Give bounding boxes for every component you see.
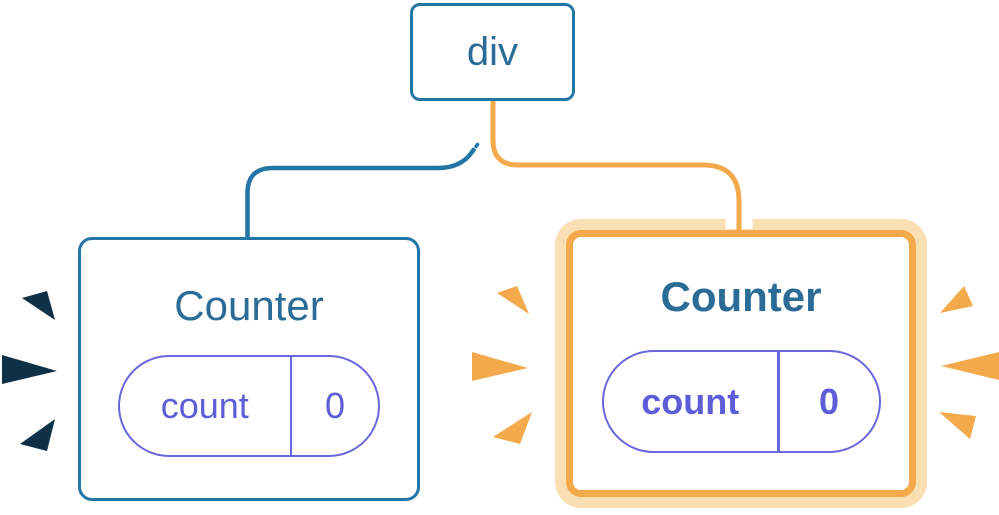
sparkle-icon [497, 286, 529, 314]
state-key-label: count [160, 385, 249, 426]
state-value: 0 [324, 385, 346, 426]
parent-child-link-right-casing [479, 101, 753, 229]
sparkle-icon [2, 355, 57, 384]
state-pill: count 0 [601, 350, 881, 453]
parent-child-link-right [490, 101, 742, 237]
sparkle-icon [472, 352, 528, 381]
pill-divider [289, 357, 292, 455]
node-label: div [466, 29, 519, 74]
sparkle-icon [940, 286, 973, 313]
counter-title: Counter [174, 282, 324, 329]
state-pill: count 0 [118, 355, 380, 457]
counter-card-right-inner: Counter count 0 [566, 230, 916, 497]
sparkle-icon [939, 412, 976, 439]
counter-title: Counter [660, 273, 822, 320]
pill-divider [777, 352, 780, 451]
counter-card-right: Counter count 0 [555, 219, 927, 508]
sparkle-icon [941, 352, 999, 380]
parent-child-link-left [245, 147, 477, 239]
sparkle-icon [22, 291, 55, 320]
sparkle-icon [493, 412, 532, 444]
state-value: 0 [818, 380, 840, 422]
state-key-label: count [641, 380, 740, 422]
sparkle-icon [20, 419, 55, 451]
parent-child-link-left-hidden-dashes [474, 124, 489, 149]
counter-card-left: Counter count 0 [78, 237, 420, 501]
tree-node-div: div [410, 3, 575, 101]
